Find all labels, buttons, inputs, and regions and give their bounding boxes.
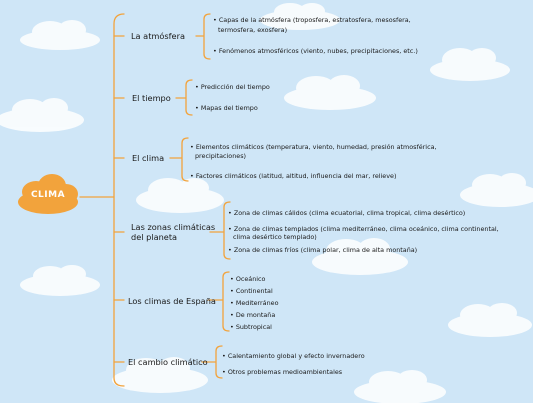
topic-zonas-climaticas-line2: del planeta	[131, 232, 178, 242]
list-item: • Oceánico	[230, 275, 266, 283]
bracket-topic-3	[169, 137, 189, 182]
list-item: • Elementos climáticos (temperatura, vie…	[190, 143, 437, 151]
list-item: • Subtropical	[230, 323, 272, 331]
cloud-shape	[136, 178, 224, 213]
cloud-shape	[20, 265, 100, 296]
list-item: • Mapas del tiempo	[195, 104, 258, 112]
cloud-shape	[460, 173, 533, 207]
cloud-shape	[0, 98, 84, 132]
list-item-continuation: termosfera, exosfera)	[218, 26, 288, 34]
list-item: • Fenómenos atmosféricos (viento, nubes,…	[213, 47, 418, 55]
topic-tiempo: El tiempo	[132, 93, 171, 103]
list-item: • Mediterráneo	[230, 299, 279, 307]
cloud-shape	[312, 238, 408, 275]
cloud-shape	[260, 3, 340, 30]
bracket-topic-2	[175, 79, 193, 116]
list-item: • Zona de climas fríos (clima polar, cli…	[228, 246, 418, 254]
cloud-shape	[430, 48, 510, 81]
list-item-continuation: clima desértico templado)	[233, 233, 317, 241]
topic-clima: El clima	[132, 153, 165, 163]
cloud-shape	[448, 303, 532, 337]
cloud-shape	[20, 20, 100, 50]
bracket-topic-4	[209, 201, 231, 260]
topic-cambio-climatico: El cambio climático	[128, 357, 208, 367]
list-item: • Calentamiento global y efecto invernad…	[222, 352, 365, 360]
list-item: • Capas de la atmósfera (troposfera, est…	[213, 16, 411, 24]
cloud-shape	[354, 370, 446, 403]
topic-climas-espana: Los climas de España	[128, 296, 216, 306]
bracket-topic-1	[195, 13, 211, 60]
list-item: • Zona de climas templados (clima medite…	[228, 225, 499, 233]
topic-zonas-climaticas: Las zonas climáticas	[131, 222, 216, 232]
list-item: • Factores climáticos (latitud, altitud,…	[190, 172, 397, 180]
list-item: • De montaña	[230, 311, 276, 319]
bracket-topic-6	[201, 345, 223, 379]
list-item: • Continental	[230, 287, 273, 295]
list-item: • Otros problemas medioambientales	[222, 368, 343, 376]
bracket-topic-5	[207, 271, 230, 332]
topic-atmosfera: La atmósfera	[131, 31, 185, 41]
list-item: • Zona de climas cálidos (clima ecuatori…	[228, 209, 466, 217]
list-item: • Predicción del tiempo	[195, 83, 270, 91]
root-cloud	[18, 174, 78, 214]
bracket-main	[113, 13, 125, 387]
cloud-shape	[112, 357, 208, 393]
root-title: CLIMA	[30, 190, 66, 200]
list-item-continuation: precipitaciones)	[195, 152, 247, 160]
cloud-shape	[284, 75, 376, 110]
